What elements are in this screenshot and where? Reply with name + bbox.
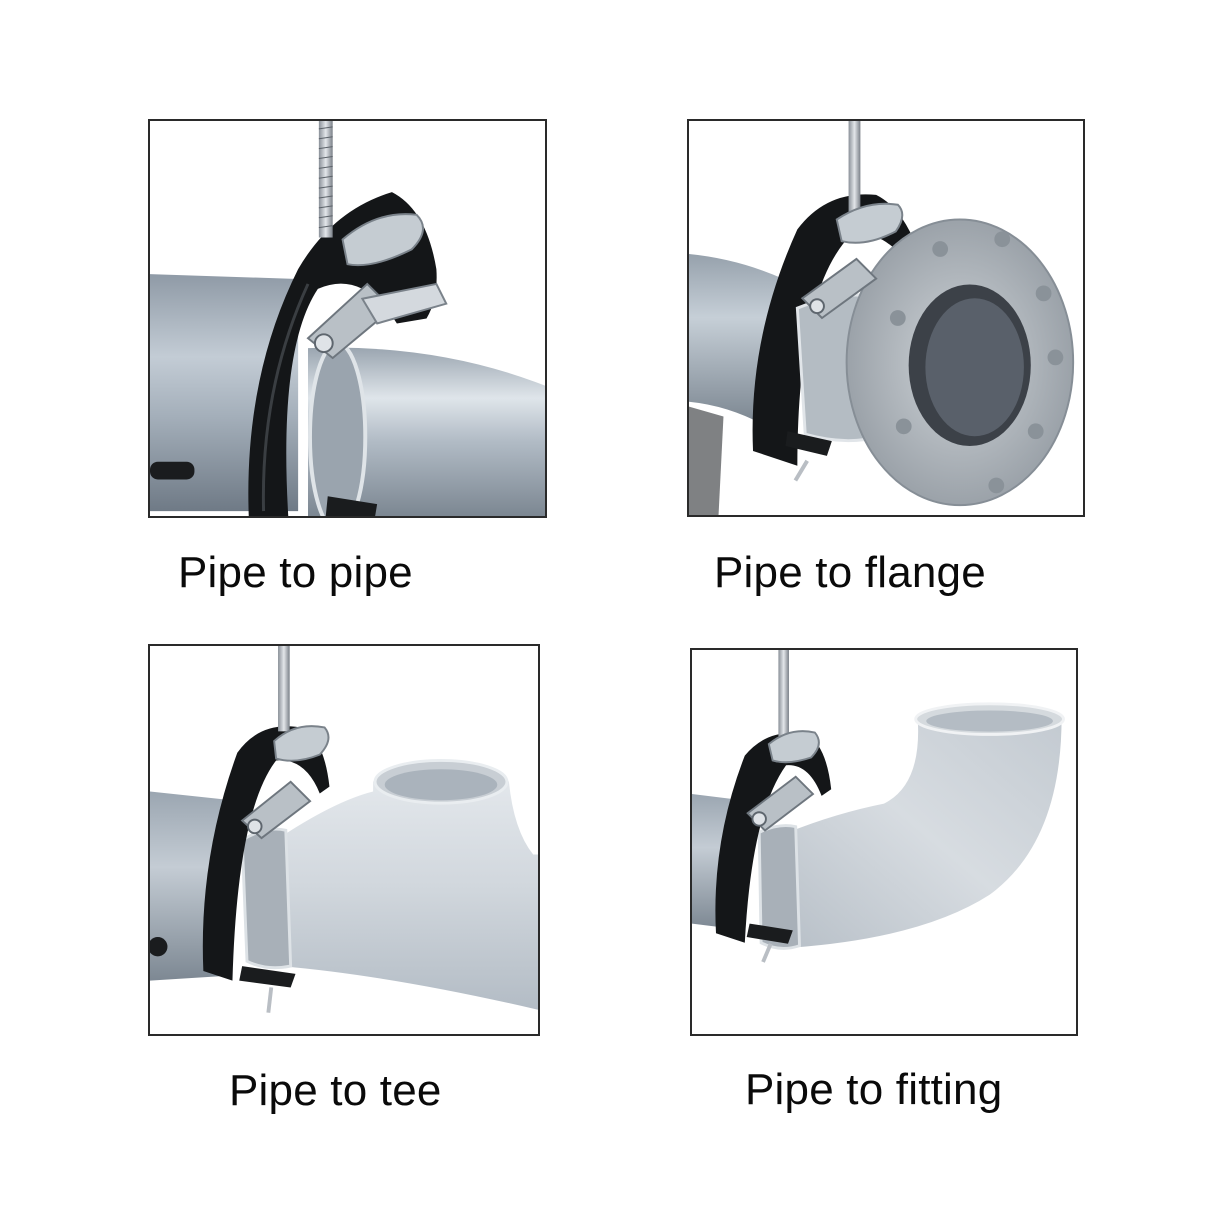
caption-pipe-to-fitting: Pipe to fitting [745,1065,1003,1114]
caption-pipe-to-tee: Pipe to tee [229,1066,442,1115]
pipe-to-fitting-image [692,650,1076,1034]
panel-pipe-to-pipe [148,119,547,518]
pipe-to-flange-image [689,121,1083,515]
caption-pipe-to-pipe: Pipe to pipe [178,548,413,597]
pipe-to-tee-image [150,646,538,1034]
caption-pipe-to-flange: Pipe to flange [714,548,986,597]
panel-pipe-to-flange [687,119,1085,517]
panel-pipe-to-fitting [690,648,1078,1036]
panel-pipe-to-tee [148,644,540,1036]
pipe-to-pipe-image [150,121,545,516]
